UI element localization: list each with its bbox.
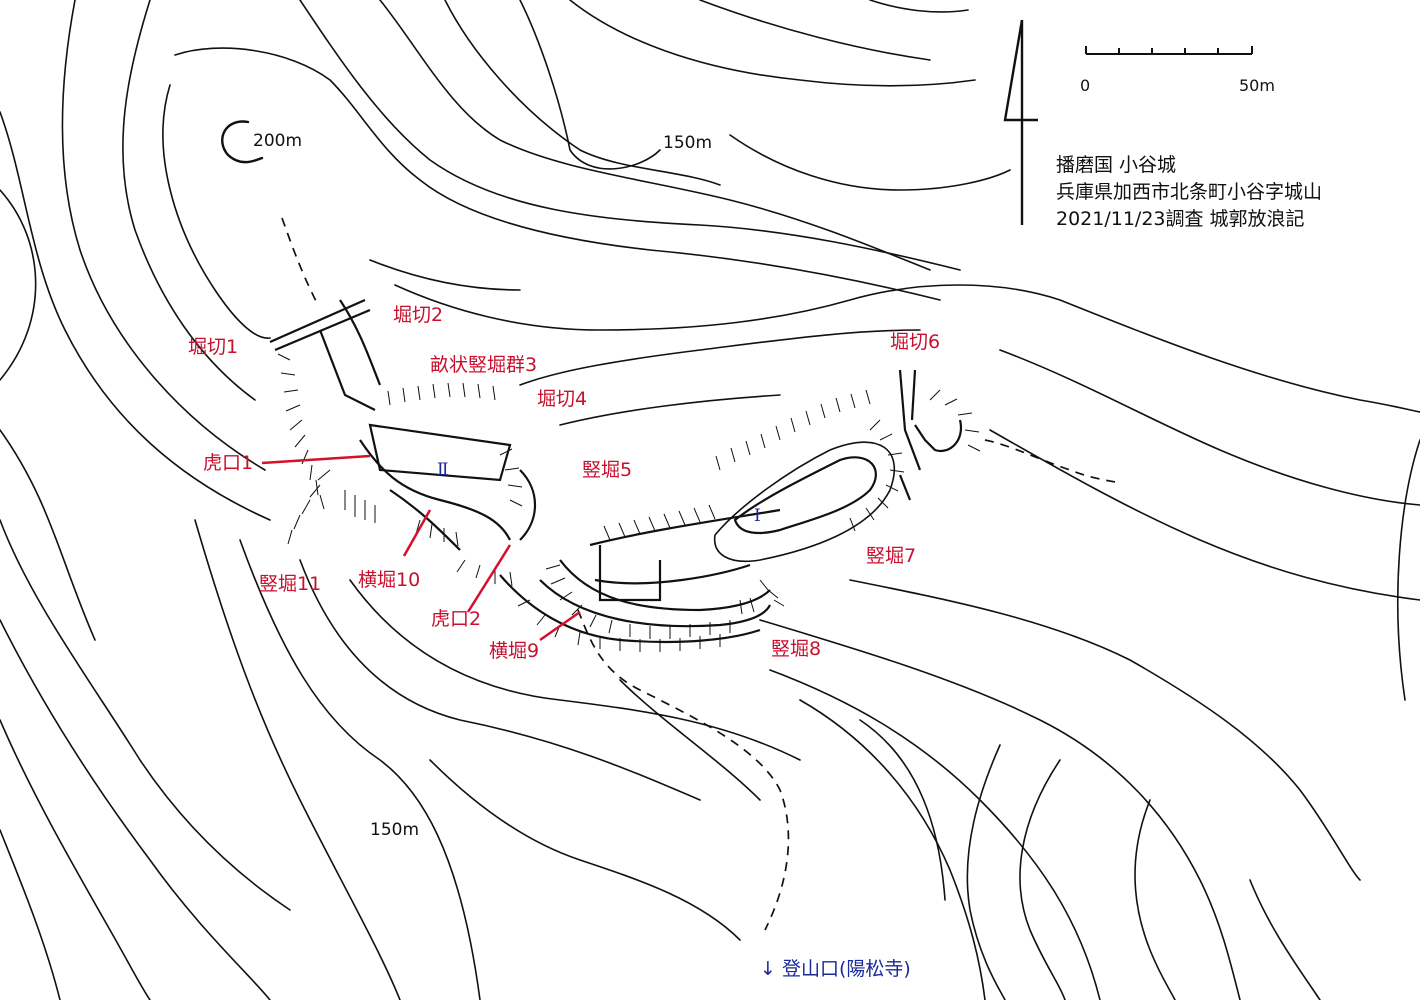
contour-label-150m-north: 150m [663, 133, 713, 153]
contour-label-200m: 200m [253, 131, 303, 151]
contour-label-150m-south: 150m [370, 820, 420, 840]
enclosure-label-i: Ⅰ [754, 506, 761, 526]
label-tatebori-11: 竪堀11 [259, 573, 322, 595]
label-koguchi-2: 虎口2 [431, 608, 482, 630]
label-tatebori-7: 竪堀7 [866, 545, 917, 567]
label-horikiri-6: 堀切6 [890, 331, 941, 353]
leader-lines [261, 454, 581, 642]
hachures [277, 353, 981, 652]
label-horikiri-1: 堀切1 [188, 336, 239, 358]
label-horikiri-4: 堀切4 [537, 388, 588, 410]
enclosure-label-ii: Ⅱ [437, 460, 449, 480]
label-yokobori-10: 横堀10 [358, 569, 421, 591]
castle-address: 兵庫県加西市北条町小谷字城山 [1056, 181, 1323, 203]
label-horikiri-2: 堀切2 [393, 304, 444, 326]
label-tatebori-8: 竪堀8 [771, 638, 822, 660]
label-unejo-tatebori-3: 畝状竪堀群3 [430, 354, 538, 376]
survey-date: 2021/11/23調査 城郭放浪記 [1056, 208, 1305, 230]
north-arrow [1003, 19, 1038, 225]
scale-bar [1085, 46, 1253, 55]
earthworks [269, 298, 963, 644]
label-koguchi-1: 虎口1 [203, 452, 254, 474]
trail-lines [281, 217, 1116, 931]
trailhead-label: ↓ 登山口(陽松寺) [760, 958, 911, 980]
castle-name: 播磨国 小谷城 [1056, 154, 1177, 176]
map-title-block: 播磨国 小谷城 兵庫県加西市北条町小谷字城山 2021/11/23調査 城郭放浪… [1056, 152, 1322, 233]
scale-end-label: 50m [1239, 76, 1275, 95]
scale-start-label: 0 [1080, 76, 1091, 95]
label-yokobori-9: 横堀9 [489, 640, 540, 662]
label-tatebori-5: 竪堀5 [582, 459, 633, 481]
